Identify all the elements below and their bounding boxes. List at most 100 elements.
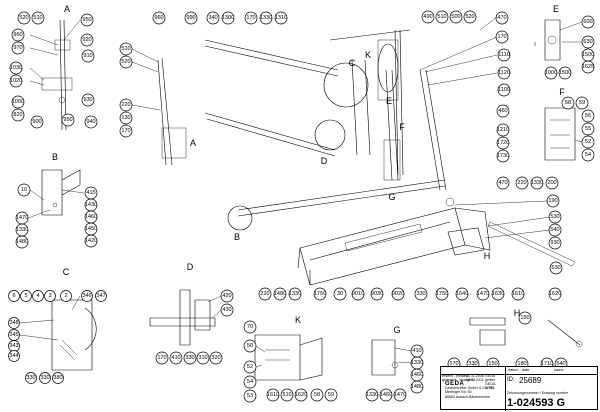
- svg-text:1110: 1110: [498, 52, 510, 58]
- balloons-detail-g: 410 1330 1460 1480 1330 1460 1470: [365, 344, 424, 402]
- svg-text:1610: 1610: [267, 392, 279, 398]
- balloon: 1500: [558, 66, 572, 80]
- balloons-detail-d: 420 430 170 410 310 330 320: [155, 289, 234, 365]
- svg-text:950: 950: [82, 17, 91, 23]
- svg-text:910: 910: [83, 53, 92, 59]
- main-assembly: [157, 29, 576, 286]
- balloon: 1420: [84, 234, 98, 248]
- svg-text:4: 4: [36, 293, 39, 299]
- balloon: 910: [81, 49, 95, 63]
- svg-text:1330: 1330: [260, 15, 272, 21]
- balloon: 348: [8, 317, 20, 329]
- balloons-detail-c: 6 5 4 3 2 346 347 348 345 343 344 330 33…: [8, 290, 107, 384]
- svg-text:520: 520: [19, 15, 28, 21]
- balloon: 1330: [15, 223, 29, 237]
- balloon: 1330: [288, 287, 302, 301]
- svg-text:520: 520: [465, 14, 474, 20]
- svg-text:330: 330: [185, 355, 194, 361]
- svg-text:170: 170: [497, 34, 506, 40]
- svg-text:1630: 1630: [492, 291, 504, 297]
- balloon: 220: [258, 287, 272, 301]
- balloon: 1310: [274, 11, 288, 25]
- svg-text:320: 320: [211, 355, 220, 361]
- balloon: 1210: [496, 123, 510, 137]
- id-number: 25689: [519, 376, 542, 385]
- balloon: 940: [84, 115, 98, 129]
- svg-text:50: 50: [247, 343, 253, 349]
- view-marker-h: H: [514, 308, 521, 318]
- svg-text:2: 2: [64, 293, 67, 299]
- svg-text:1420: 1420: [85, 238, 97, 244]
- balloon: 960: [152, 11, 166, 25]
- svg-text:530: 530: [550, 214, 559, 220]
- marker-k: K: [365, 50, 371, 60]
- label-e-i: I: [534, 42, 536, 48]
- balloon: 150: [518, 311, 532, 325]
- svg-text:330: 330: [40, 375, 49, 381]
- balloon: 9020: [391, 287, 405, 301]
- balloons-detail-f: 58 59 56 55 52 54: [561, 96, 595, 162]
- svg-text:1000: 1000: [12, 99, 24, 105]
- svg-text:220: 220: [121, 102, 130, 108]
- svg-text:58: 58: [565, 100, 571, 106]
- balloon: 346: [81, 290, 93, 302]
- balloon: 410: [410, 344, 424, 358]
- balloon: 960: [11, 28, 25, 42]
- balloons-main: 990 340 1300 170 1330 1310 960 490 510 5…: [119, 10, 563, 301]
- svg-text:520: 520: [121, 59, 130, 65]
- balloon: 53: [243, 389, 257, 403]
- balloon: 1500: [581, 48, 595, 62]
- marker-b: B: [234, 232, 240, 242]
- balloon: 1470: [15, 211, 29, 225]
- svg-text:1430: 1430: [85, 202, 97, 208]
- balloon: 600: [581, 15, 595, 29]
- svg-text:1750: 1750: [314, 291, 326, 297]
- svg-text:1470: 1470: [394, 392, 406, 398]
- svg-text:1030: 1030: [10, 65, 22, 71]
- title-block-divider: [505, 367, 506, 411]
- balloon: 220: [515, 176, 529, 190]
- balloon: 900: [30, 115, 44, 129]
- balloon: 1300: [221, 11, 235, 25]
- balloon: 58: [310, 388, 324, 402]
- balloon: 520: [463, 10, 477, 24]
- balloon: 190: [546, 194, 560, 208]
- tb-dates: 30.11.2006 08.08.2011: [466, 374, 484, 382]
- svg-text:1330: 1330: [411, 360, 423, 366]
- svg-text:1210: 1210: [497, 127, 509, 133]
- svg-text:347: 347: [96, 293, 105, 299]
- id-label: ID:: [507, 377, 515, 383]
- svg-text:56: 56: [585, 113, 591, 119]
- balloon: 170: [495, 30, 509, 44]
- svg-text:1640: 1640: [456, 291, 468, 297]
- geda-logo: GEDA: [445, 381, 465, 387]
- balloon: 410: [169, 351, 183, 365]
- balloon: 340: [206, 11, 220, 25]
- svg-text:1480: 1480: [274, 291, 286, 297]
- svg-text:900: 900: [32, 119, 41, 125]
- marker-c: C: [349, 58, 356, 68]
- balloon: 5: [20, 290, 32, 302]
- balloon: 58: [561, 96, 575, 110]
- balloon: 930: [81, 93, 95, 107]
- detail-e: I: [534, 19, 561, 61]
- balloon: 1330: [410, 356, 424, 370]
- balloons-detail-k: 70 50 52 54 53 1610 510 1620 58 59: [243, 320, 338, 403]
- balloon: 1480: [410, 380, 424, 394]
- svg-text:330: 330: [26, 375, 35, 381]
- view-marker-f: F: [559, 87, 565, 97]
- svg-text:170: 170: [246, 15, 255, 21]
- svg-text:5: 5: [24, 293, 27, 299]
- balloon: 415: [84, 186, 98, 200]
- svg-text:960: 960: [154, 15, 163, 21]
- balloon: 130: [119, 111, 133, 125]
- svg-text:1710: 1710: [541, 361, 553, 367]
- balloon: 344: [8, 350, 20, 362]
- svg-text:54: 54: [247, 379, 253, 385]
- svg-text:1460: 1460: [380, 392, 392, 398]
- svg-text:59: 59: [328, 392, 334, 398]
- svg-text:1720: 1720: [497, 140, 509, 146]
- balloons-detail-b: 10 415 1430 1470 1330 1460 1480 1450 142…: [15, 183, 98, 249]
